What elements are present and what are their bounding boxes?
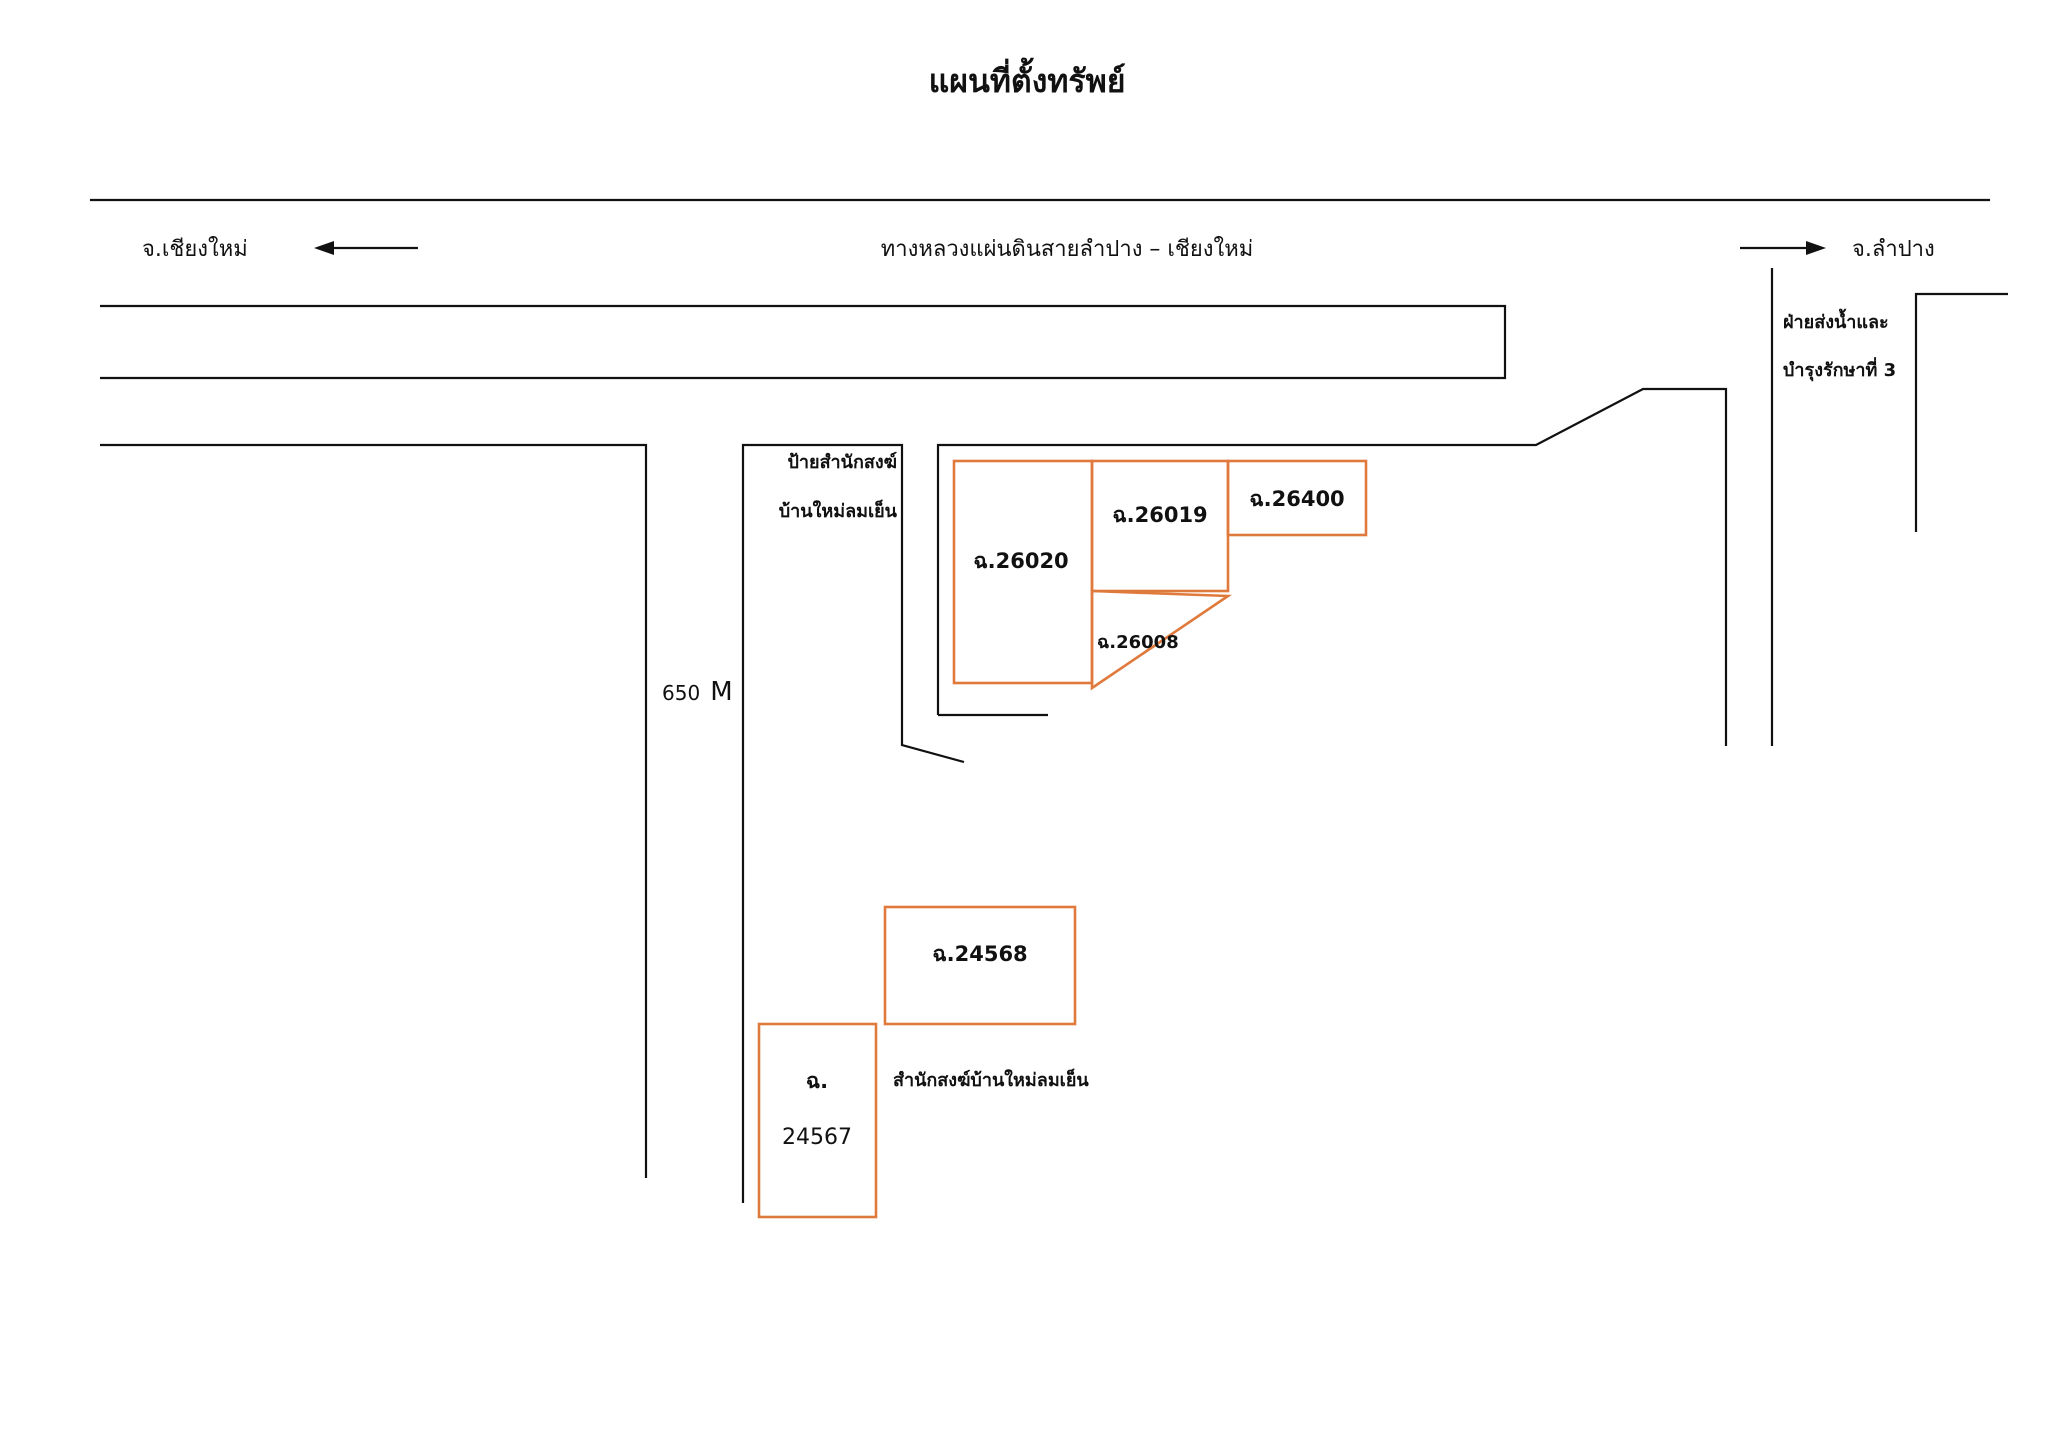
plot-26008: ฉ.26008 [1090, 589, 1233, 691]
plot-26008-label: ฉ.26008 [1097, 632, 1179, 653]
map-title: แผนที่ตั้งทรัพย์ [929, 57, 1126, 100]
plot-24568-label: ฉ.24568 [932, 942, 1027, 966]
plot-26020: ฉ.26020 [952, 459, 1094, 685]
arrow-left-icon [314, 241, 418, 255]
highway-median [100, 304, 1507, 380]
side-road-left-edge [741, 443, 965, 1203]
irrigation-building-outline [1914, 292, 2008, 532]
distance-label: 650 M [662, 677, 733, 707]
plot-26400-label: ฉ.26400 [1249, 487, 1344, 511]
plot-24567-label-prefix: ฉ. [806, 1069, 828, 1093]
plot-24567-label-number: 24567 [782, 1125, 852, 1150]
direction-left-label: จ.เชียงใหม่ [142, 236, 248, 262]
plot-26400: ฉ.26400 [1226, 459, 1368, 537]
plot-26019: ฉ.26019 [1090, 459, 1230, 593]
highway-bottom-edge-right [936, 387, 1728, 746]
temple-label: สำนักสงฆ์บ้านใหม่ลมเย็น [893, 1068, 1089, 1091]
temple-sign-label-line1: ป้ายสำนักสงฆ์ [787, 451, 897, 473]
highway-name: ทางหลวงแผ่นดินสายลำปาง – เชียงใหม่ [881, 236, 1254, 262]
plot-26020-label: ฉ.26020 [973, 549, 1068, 573]
plot-26019-label: ฉ.26019 [1112, 503, 1207, 527]
highway-bottom-edge-left [100, 443, 648, 1178]
arrow-right-icon [1740, 241, 1826, 255]
plot-24568: ฉ.24568 [883, 905, 1077, 1026]
irrigation-label-line2: บำรุงรักษาที่ 3 [1783, 357, 1896, 382]
plot-24567: ฉ. 24567 [757, 1022, 878, 1219]
irrigation-label-line1: ฝ่ายส่งน้ำและ [1783, 308, 1889, 333]
direction-right-label: จ.ลำปาง [1852, 237, 1935, 262]
temple-sign-label-line2: บ้านใหม่ลมเย็น [779, 499, 898, 522]
